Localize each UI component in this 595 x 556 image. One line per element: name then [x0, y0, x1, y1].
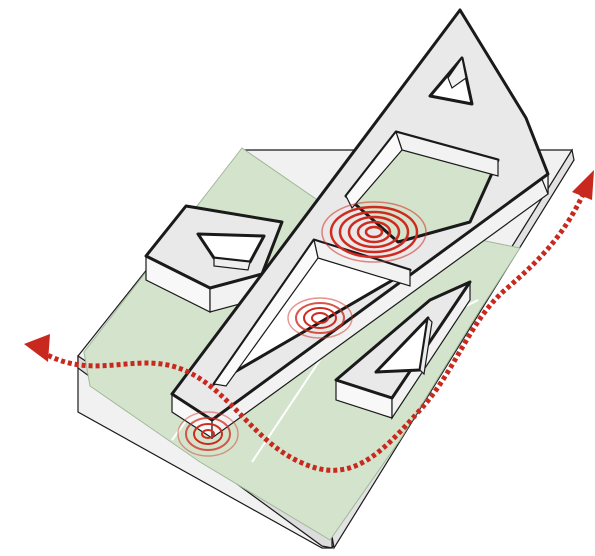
ripple-large [321, 201, 427, 263]
left-wing-building [144, 204, 284, 313]
arrowhead-right [572, 170, 594, 200]
ripple-small [177, 411, 239, 457]
ripple-medium [287, 297, 353, 339]
arrowhead-left [24, 334, 50, 362]
dotted-arrow-path [24, 170, 594, 473]
right-wing-building [334, 280, 472, 420]
